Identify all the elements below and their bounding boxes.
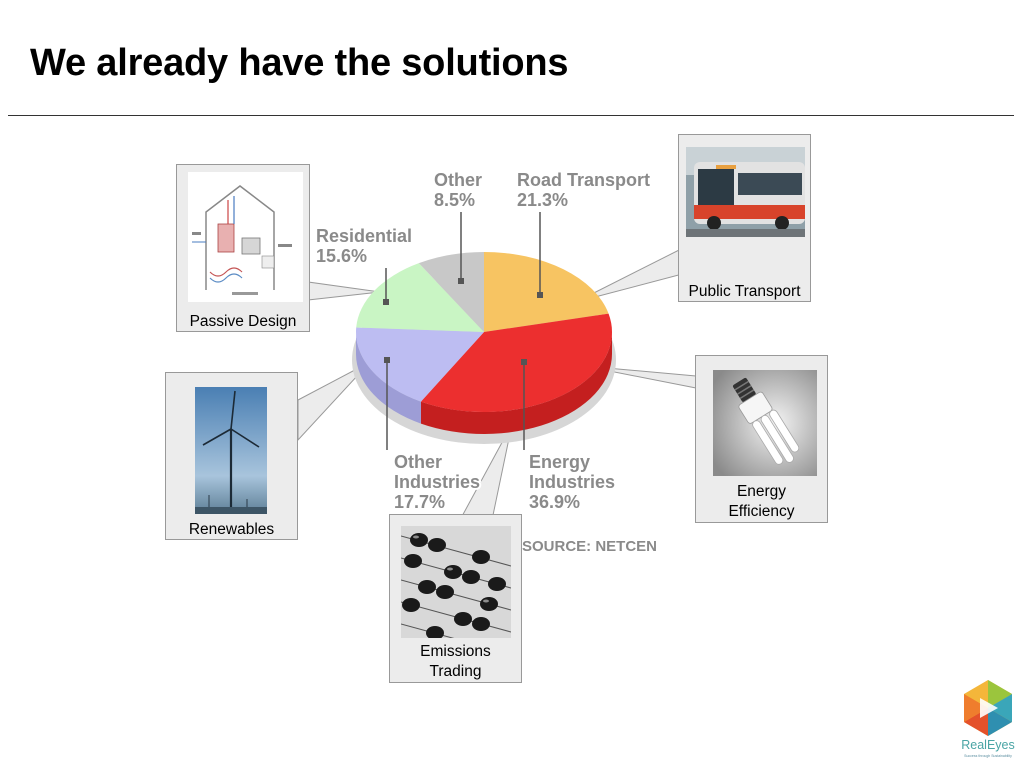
pie-label-halo: Other [394,452,442,472]
pie-marker [458,278,464,284]
callout-public-transport: Public Transport [678,134,811,302]
pie-label-halo: Energy [529,452,590,472]
pie-label-text: Road Transport [517,170,650,190]
pie-label-halo: 17.7% [394,492,445,512]
pie-label-text: 36.9% [529,492,580,512]
pie-slice-side-2 [356,332,421,424]
pie-label-halo: 8.5% [434,190,475,210]
pie-slices [356,252,612,413]
callout-energy-efficiency: Energy Efficiency [695,355,828,523]
callout-pointer-2 [297,361,371,442]
bus-image [686,147,805,237]
pie-slice-2 [356,327,484,402]
pie-label-text: Industries [394,472,480,492]
pie-slice-4 [418,252,484,332]
realeyes-logo-mark [964,680,1012,736]
pie-label-text: 15.6% [316,246,367,266]
callout-caption: Passive Design [189,313,297,330]
pie-label-text: 8.5% [434,190,475,210]
abacus-image [401,526,511,638]
pie-slice-0 [484,252,609,332]
light-bulb-image [713,370,817,476]
pie-label-text: Industries [529,472,615,492]
callout-caption-line: Trading [429,663,482,680]
logo-tagline: Success through Sustainability [964,754,1012,758]
pie-marker [383,299,389,305]
pie-label-text: Other [394,452,442,472]
pie-marker [384,357,390,363]
house-diagram-image [188,172,303,302]
wind-turbine-image [195,387,267,514]
pie-label-halo: Industries [529,472,615,492]
pie-label-text: 21.3% [517,190,568,210]
pie-label-halo: Industries [394,472,480,492]
pie-label-text: Other [434,170,482,190]
pie-label-halo: Residential [316,226,412,246]
pie-marker [537,292,543,298]
pie-label-text: Residential [316,226,412,246]
callout-caption-line: Efficiency [728,503,795,520]
pie-label-halo: 15.6% [316,246,367,266]
pie-label-text: Energy [529,452,590,472]
callout-caption-line: Emissions [420,643,491,660]
title-divider [8,115,1014,116]
callout-emissions-trading: Emissions Trading [389,514,522,683]
pie-slice-3 [356,263,484,332]
callout-caption: Renewables [188,521,275,538]
callout-caption: Public Transport [688,283,801,300]
chart-source: SOURCE: NETCEN [522,538,657,555]
pie-label-halo: 36.9% [529,492,580,512]
logo-name: RealEyes [961,738,1015,752]
realeyes-logo: RealEyes Success through Sustainability [958,676,1018,762]
pie-label-halo: 21.3% [517,190,568,210]
pie-marker [521,359,527,365]
pie-label-halo: Other [434,170,482,190]
pie-label-markers [383,212,543,450]
pie-label-halo: Road Transport [517,170,650,190]
callout-caption-line: Energy [736,483,787,500]
pie-slice-side-1 [420,332,612,435]
page-title: We already have the solutions [30,42,569,84]
callout-passive-design: Passive Design [176,164,310,332]
pie-label-text: 17.7% [394,492,445,512]
callout-renewables: Renewables [165,372,298,540]
pie-slice-1 [420,313,612,413]
